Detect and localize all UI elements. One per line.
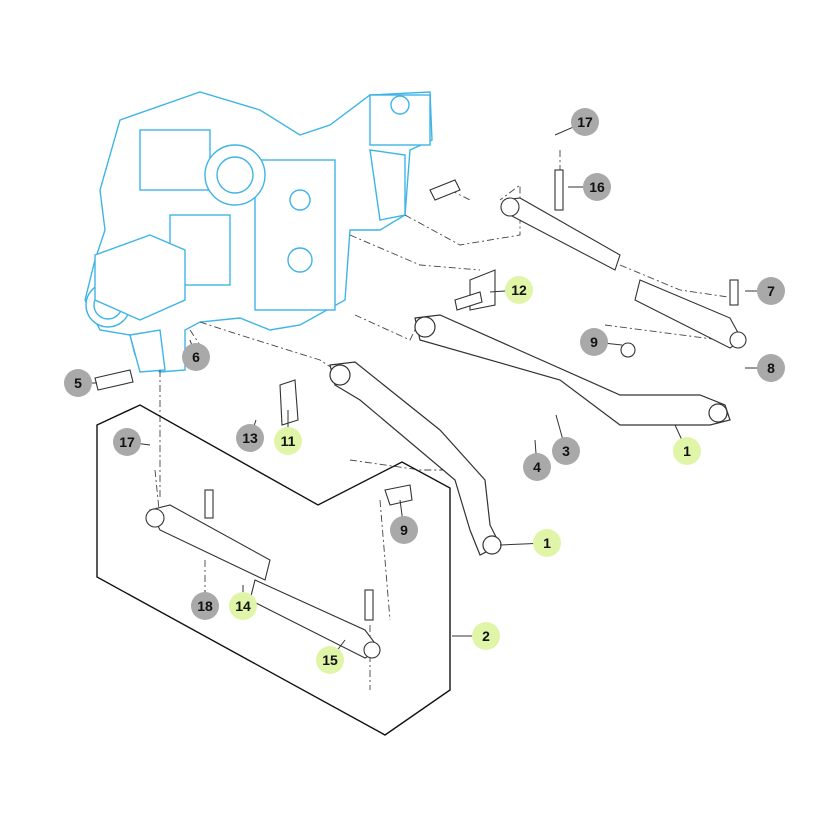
callout-badge (229, 592, 257, 620)
callout-badge (182, 343, 210, 371)
callout-label: 2 (482, 628, 490, 644)
callout-2: 2 (452, 622, 500, 650)
callout-8: 8 (745, 354, 785, 382)
callout-label: 17 (119, 434, 135, 450)
top-link-kit (94, 369, 413, 659)
callout-9: 9 (580, 328, 623, 356)
callout-label: 3 (562, 443, 570, 459)
callout-label: 15 (322, 652, 338, 668)
callout-label: 14 (235, 598, 251, 614)
callout-badge (583, 173, 611, 201)
callout-label: 7 (767, 283, 775, 299)
callout-1: 1 (499, 529, 561, 557)
callout-label: 12 (511, 282, 527, 298)
callout-9: 9 (390, 499, 418, 544)
callout-5: 5 (64, 369, 97, 397)
callout-badge (390, 516, 418, 544)
callout-badge (673, 437, 701, 465)
callout-badge (472, 622, 500, 650)
callout-17: 17 (554, 108, 599, 136)
callout-18: 18 (191, 590, 219, 620)
callout-label: 9 (400, 522, 408, 538)
callout-label: 1 (683, 443, 691, 459)
callout-label: 1 (543, 535, 551, 551)
callout-label: 9 (590, 334, 598, 350)
callout-badge (533, 529, 561, 557)
top-link-upper (429, 169, 747, 358)
callout-6: 6 (182, 339, 210, 371)
callout-15: 15 (316, 639, 346, 674)
callout-label: 17 (577, 114, 593, 130)
callout-16: 16 (568, 173, 611, 201)
callout-badge (316, 646, 344, 674)
callout-badge (191, 592, 219, 620)
callout-badge (236, 424, 264, 452)
callout-label: 4 (533, 459, 541, 475)
transmission-housing (84, 91, 433, 373)
callout-badge (580, 328, 608, 356)
callout-badge (757, 277, 785, 305)
callout-badge (113, 428, 141, 456)
callout-7: 7 (745, 277, 785, 305)
callout-4: 4 (523, 439, 551, 481)
callout-label: 8 (767, 360, 775, 376)
callout-badge (274, 427, 302, 455)
callout-12: 12 (489, 276, 533, 304)
callout-badge (505, 276, 533, 304)
callout-label: 13 (242, 430, 258, 446)
callout-layer: 17 16 12 7 9 8 6 5 13 11 3 4 1 17 9 1 18 14 2 15 (64, 108, 785, 674)
kit-boundary (96, 404, 451, 736)
callout-badge (523, 453, 551, 481)
callout-17: 17 (113, 428, 151, 456)
callout-14: 14 (229, 585, 257, 620)
callout-badge (64, 369, 92, 397)
callout-label: 16 (589, 179, 605, 195)
lower-link-arms (329, 314, 731, 556)
callout-13: 13 (236, 419, 264, 452)
callout-label: 5 (74, 375, 82, 391)
callout-label: 6 (192, 349, 200, 365)
callout-1: 1 (673, 424, 701, 465)
callout-3: 3 (552, 414, 580, 465)
callout-badge (571, 108, 599, 136)
callout-badge (552, 437, 580, 465)
callout-label: 11 (281, 433, 296, 449)
callout-label: 18 (197, 598, 213, 614)
callout-11: 11 (274, 410, 302, 455)
callout-badge (757, 354, 785, 382)
